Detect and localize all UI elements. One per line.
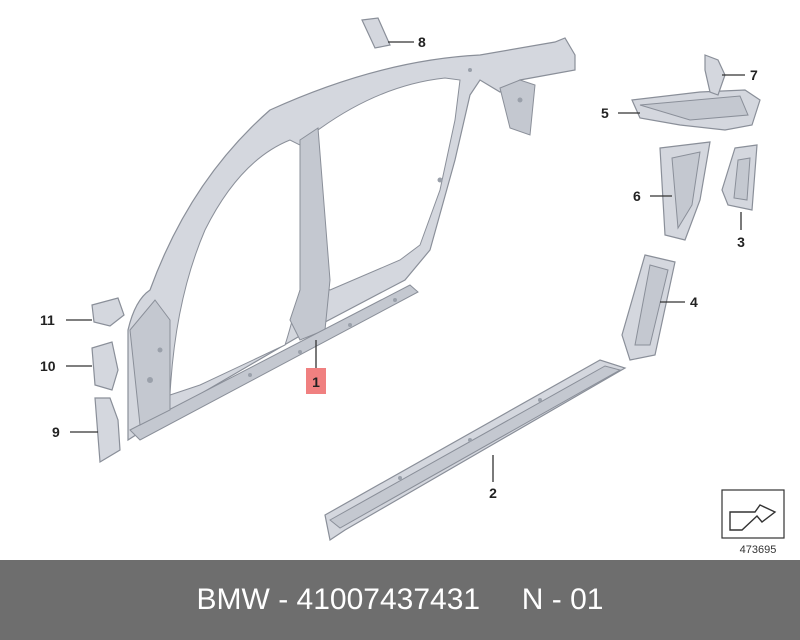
bracket-part-11 — [91, 297, 125, 327]
callout-6[interactable]: 6 — [633, 188, 641, 204]
side-frame-part — [127, 37, 576, 442]
footer-part-number: 41007437431 — [296, 583, 481, 616]
footer-spacer — [480, 583, 522, 617]
reference-number: 473695 — [740, 544, 777, 556]
callout-2[interactable]: 2 — [489, 485, 497, 501]
roof-rail-part-5 — [631, 89, 761, 131]
callout-10[interactable]: 10 — [40, 358, 56, 374]
parts-diagram: 1 2 3 4 5 6 7 8 9 10 11 473695 — [40, 17, 785, 556]
sill-reinforcement-part — [324, 359, 627, 541]
callout-9[interactable]: 9 — [52, 424, 60, 440]
c-pillar-part-6 — [659, 141, 711, 241]
callout-5[interactable]: 5 — [601, 105, 609, 121]
callout-3[interactable]: 3 — [737, 234, 745, 250]
footer-position-code: N - 01 — [521, 583, 604, 616]
callout-1[interactable]: 1 — [312, 374, 320, 390]
bracket-part-10 — [91, 341, 119, 391]
pillar-reinforcement-part-4 — [621, 254, 676, 361]
callout-11[interactable]: 11 — [40, 312, 55, 328]
bracket-part-8 — [361, 17, 391, 49]
footer-brand: BMW — [196, 583, 270, 616]
direction-arrow-icon — [721, 489, 785, 539]
callout-1-highlight — [306, 368, 326, 394]
bracket-part-9 — [94, 397, 121, 464]
footer-bar: BMW - 41007437431 N - 01 — [0, 560, 800, 640]
bracket-part-7 — [704, 54, 726, 96]
callout-4[interactable]: 4 — [690, 294, 698, 310]
callout-7[interactable]: 7 — [750, 67, 758, 83]
bracket-part-3 — [721, 144, 758, 211]
callout-8[interactable]: 8 — [418, 34, 426, 50]
footer-separator: - — [269, 583, 297, 616]
